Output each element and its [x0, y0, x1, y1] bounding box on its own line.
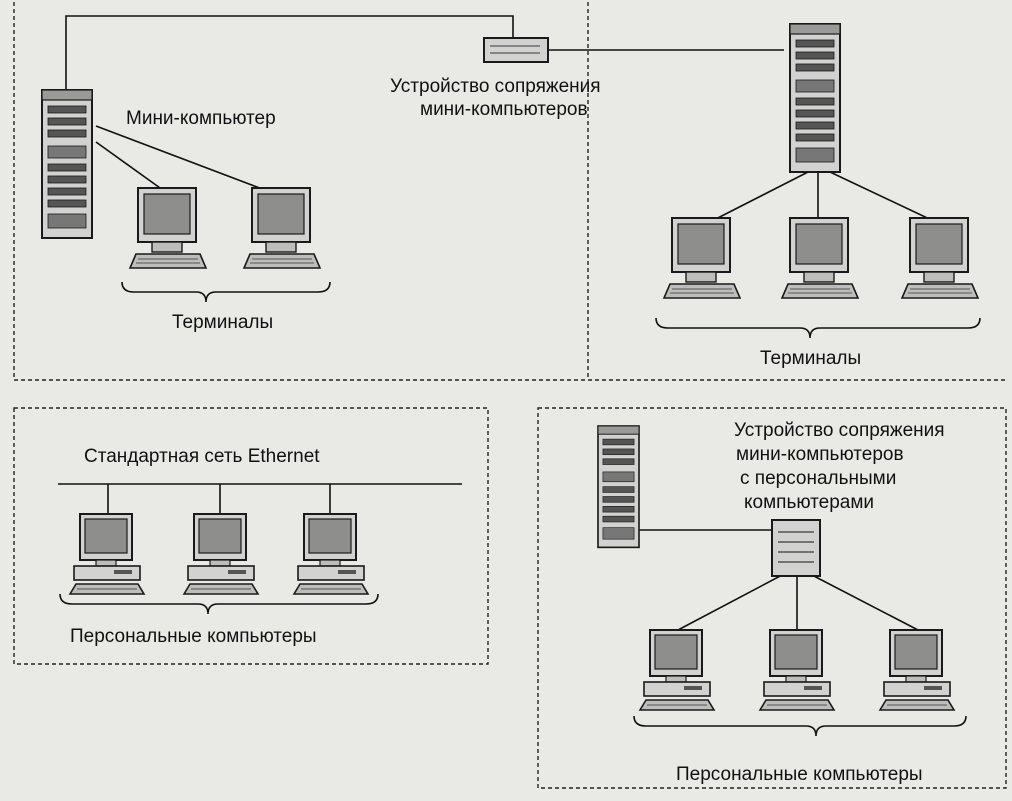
wire-server-terminal1: [705, 171, 809, 225]
frame-bottom-right: [537, 407, 1007, 789]
label-ethernet: Стандартная сеть Ethernet: [84, 446, 320, 467]
terminal-left-1: [129, 187, 207, 269]
wire-server-terminal3: [829, 171, 941, 225]
label-pc-interface-line2: мини-компьютеров: [736, 444, 904, 465]
pc-interface-hub: [771, 519, 821, 577]
label-pc-interface-line4: компьютерами: [744, 492, 874, 513]
terminal-right-1: [663, 217, 741, 299]
brace-pcs-left: [59, 593, 379, 615]
pc-ethernet-2: [183, 513, 259, 595]
wire-mini-terminal2: [95, 125, 287, 199]
label-interface-device-line1: Устройство сопряжения: [390, 76, 601, 97]
label-terminals-right: Терминалы: [760, 348, 861, 369]
wire-hub-pc1: [677, 573, 785, 631]
pc-ethernet-3: [293, 513, 369, 595]
terminal-left-2: [243, 187, 321, 269]
connections: [58, 15, 941, 631]
pc-right-1: [639, 629, 715, 711]
label-minicomputer: Мини-компьютер: [126, 108, 276, 129]
pc-interface-tower: [597, 425, 640, 549]
terminal-right-2: [781, 217, 859, 299]
label-pcs-left: Персональные компьютеры: [70, 626, 317, 647]
pc-ethernet-1: [69, 513, 145, 595]
wire-hub-pc3: [809, 573, 919, 631]
label-terminals-left: Терминалы: [172, 312, 273, 333]
frame-bottom-left: [13, 407, 489, 665]
pc-right-3: [879, 629, 955, 711]
minicomputer-tower-right: [789, 23, 841, 173]
wire-minicomputer-to-interface: [65, 15, 514, 90]
frame-top-left: [13, 2, 588, 381]
label-pc-interface-line1: Устройство сопряжения: [734, 420, 945, 441]
brace-terminals-left: [121, 281, 331, 303]
minicomputer-tower: [41, 89, 93, 239]
brace-pcs-right: [633, 715, 967, 737]
label-pcs-right: Персональные компьютеры: [676, 764, 923, 785]
pc-right-2: [759, 629, 835, 711]
terminal-right-3: [901, 217, 979, 299]
label-interface-device-line2: мини-компьютеров: [420, 99, 588, 120]
label-pc-interface-line3: с персональными: [740, 468, 896, 489]
brace-terminals-right: [655, 317, 981, 339]
interface-device-box: [483, 37, 549, 63]
area-frames: [13, 2, 1008, 789]
